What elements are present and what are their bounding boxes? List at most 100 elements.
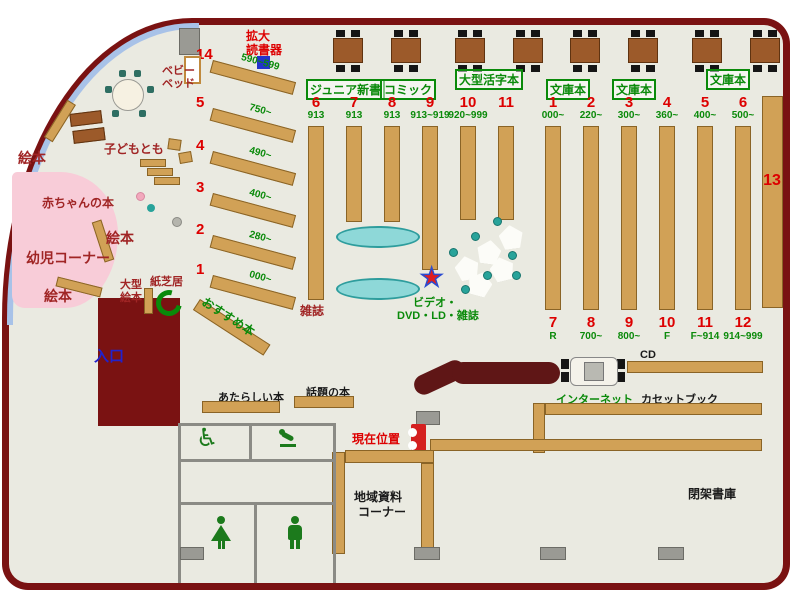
reading-table (455, 38, 485, 63)
chair-icon (409, 65, 418, 72)
stack-number: 6 (311, 94, 321, 111)
baby-bed-icon (184, 56, 201, 84)
stack-number: 4 (662, 94, 672, 111)
chair-icon (710, 65, 719, 72)
pillar (414, 547, 440, 560)
man-icon-body (288, 525, 302, 540)
service-counter (452, 362, 560, 384)
stool-icon (512, 271, 521, 280)
stack-number-13: 13 (763, 172, 781, 189)
stack-range: 913 (307, 110, 325, 121)
local-corner-shelf (421, 463, 434, 553)
chair-icon (631, 30, 640, 37)
book-stack (384, 126, 400, 222)
book-stack (697, 126, 713, 310)
stack-number: 6 (738, 94, 748, 111)
category-bunko-1: 文庫本 (546, 79, 591, 100)
wall (178, 502, 336, 505)
reading-table (692, 38, 722, 63)
chair-icon (458, 30, 467, 37)
wall (333, 423, 336, 583)
wheelchair-icon: ♿ (196, 424, 219, 452)
chair-icon (617, 359, 625, 369)
book-stack (498, 126, 514, 220)
baby-changing-icon (278, 427, 298, 451)
stack-range: 920~999 (448, 110, 488, 121)
diagonal-shelf-number: 4 (196, 137, 205, 154)
closed-stacks-label: 閉架書庫 (688, 487, 737, 501)
curved-bench (336, 278, 420, 300)
diagonal-shelf-number: 1 (196, 261, 205, 278)
stack-range: 913~919 (410, 110, 450, 121)
stack-number: 2 (586, 94, 596, 111)
chair-icon (351, 65, 360, 72)
stack-range: 913 (345, 110, 363, 121)
chair-icon (617, 372, 625, 382)
kids-chair-icon (105, 86, 112, 93)
stool-icon (471, 232, 480, 241)
chair-icon (695, 65, 704, 72)
stack-range: 913 (383, 110, 401, 121)
kodomotomo-label: 子どもとも (104, 142, 164, 156)
large-picture-books-label-line1: 大型 (120, 279, 142, 291)
book-stack (308, 126, 324, 300)
stack-number: 7 (349, 94, 359, 111)
large-picture-books-label-line2: 絵本 (120, 292, 142, 304)
stool-icon (136, 192, 145, 201)
chair-icon (588, 65, 597, 72)
chair-icon (516, 30, 525, 37)
kids-chair-icon (134, 70, 141, 77)
stack-number: 5 (700, 94, 710, 111)
kids-step-shelf (140, 159, 166, 167)
chair-icon (695, 30, 704, 37)
pillar (658, 547, 684, 560)
local-corner-shelf (345, 450, 434, 463)
pillar (416, 411, 440, 425)
entrance-block (98, 298, 180, 426)
book-stack-13 (762, 96, 783, 308)
stack-range: 360~ (655, 110, 679, 121)
entrance-label: 入口 (94, 348, 125, 365)
book-stack (659, 126, 675, 310)
toddler-corner-label: 幼児コーナー (26, 250, 110, 266)
stool-icon (483, 271, 492, 280)
chair-icon (646, 30, 655, 37)
kids-chair-icon (147, 86, 154, 93)
mens-toilet-icon (284, 516, 306, 550)
stack-number: 7 (548, 314, 558, 331)
kids-stand (167, 138, 182, 151)
picture-books-label-3: 絵本 (44, 288, 72, 304)
woman-icon-leg (222, 541, 225, 549)
cd-label: CD (640, 349, 656, 361)
stack-number: 11 (498, 94, 514, 111)
stack-range: 220~ (579, 110, 603, 121)
chair-icon (631, 65, 640, 72)
stack-range: F (663, 331, 671, 342)
magnifier-label-line1: 拡大 (246, 29, 271, 43)
pillar (180, 547, 204, 560)
baby-icon-body (280, 431, 295, 442)
chair-icon (473, 65, 482, 72)
stack-number: 9 (425, 94, 435, 111)
chair-icon (561, 359, 569, 369)
woman-icon-head (217, 516, 225, 524)
magnifier-label-line2: 読書器 (246, 43, 283, 57)
stack-number: 10 (459, 94, 477, 111)
diagonal-shelf-number: 2 (196, 221, 205, 238)
chair-icon (573, 30, 582, 37)
stack-range: 800~ (617, 331, 641, 342)
chair-icon (573, 65, 582, 72)
reading-table (570, 38, 600, 63)
stack-number: 8 (387, 94, 397, 111)
chair-icon (561, 372, 569, 382)
chair-icon (646, 65, 655, 72)
reading-table (391, 38, 421, 63)
man-icon-head (291, 516, 299, 524)
local-corner-label-line2: コーナー (358, 505, 407, 519)
baby-icon-table (280, 444, 296, 447)
stack-range: 914~999 (723, 331, 763, 342)
stack-range: 000~ (541, 110, 565, 121)
star-icon: ★ (419, 262, 444, 292)
kids-chair-icon (139, 110, 146, 117)
chair-icon (531, 30, 540, 37)
